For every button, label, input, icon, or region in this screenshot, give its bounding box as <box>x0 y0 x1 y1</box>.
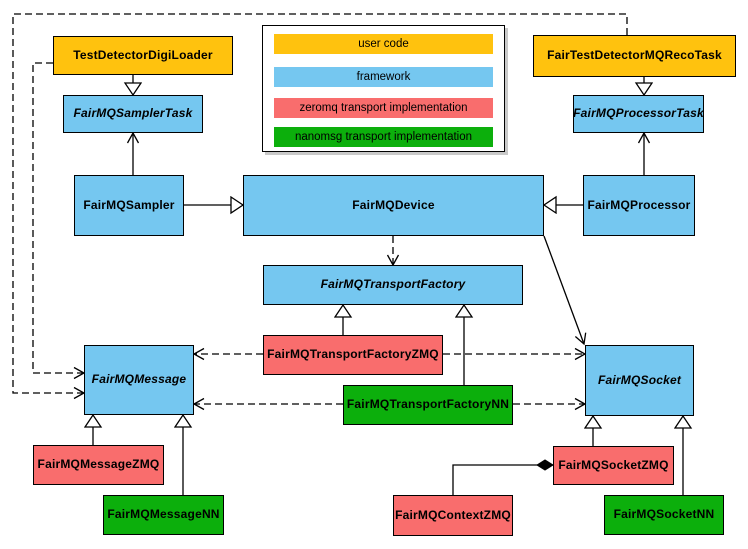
class-box-fairmqdevice: FairMQDevice <box>243 175 544 236</box>
class-box-fairmqtransportfactoryzmq: FairMQTransportFactoryZMQ <box>263 335 443 375</box>
class-box-fairmqprocessortask: FairMQProcessorTask <box>573 95 704 133</box>
legend-item-user-code: user code <box>274 34 493 54</box>
class-box-testdetectordigiloader: TestDetectorDigiLoader <box>53 36 233 75</box>
edge-contextzmq-socketzmq <box>452 459 554 495</box>
class-box-fairmqcontextzmq: FairMQContextZMQ <box>393 495 513 536</box>
edge-recotask-message <box>12 13 628 400</box>
legend-item-nanomsg: nanomsg transport implementation <box>274 127 493 147</box>
class-box-fairmqsamplertask: FairMQSamplerTask <box>63 95 203 133</box>
legend-item-framework: framework <box>274 67 493 87</box>
class-box-fairmqprocessor: FairMQProcessor <box>583 175 695 236</box>
class-box-fairmqsocketzmq: FairMQSocketZMQ <box>553 446 674 485</box>
class-box-fairtestdetectormqrecotask: FairTestDetectorMQRecoTask <box>533 35 736 77</box>
edge-digiloader-message <box>32 62 86 380</box>
class-box-fairmqsocketnn: FairMQSocketNN <box>604 495 724 535</box>
edge-device-socket <box>543 235 587 346</box>
class-box-fairmqsampler: FairMQSampler <box>74 175 184 236</box>
legend: user code framework zeromq transport imp… <box>262 25 505 152</box>
legend-item-zeromq: zeromq transport implementation <box>274 98 493 118</box>
class-box-fairmqtransportfactory: FairMQTransportFactory <box>263 265 523 305</box>
class-box-fairmqmessage: FairMQMessage <box>84 345 194 415</box>
class-box-fairmqtransportfactorynn: FairMQTransportFactoryNN <box>343 385 513 425</box>
class-box-fairmqmessagenn: FairMQMessageNN <box>103 495 224 535</box>
class-box-fairmqsocket: FairMQSocket <box>585 345 694 416</box>
class-box-fairmqmessagezmq: FairMQMessageZMQ <box>33 445 164 485</box>
